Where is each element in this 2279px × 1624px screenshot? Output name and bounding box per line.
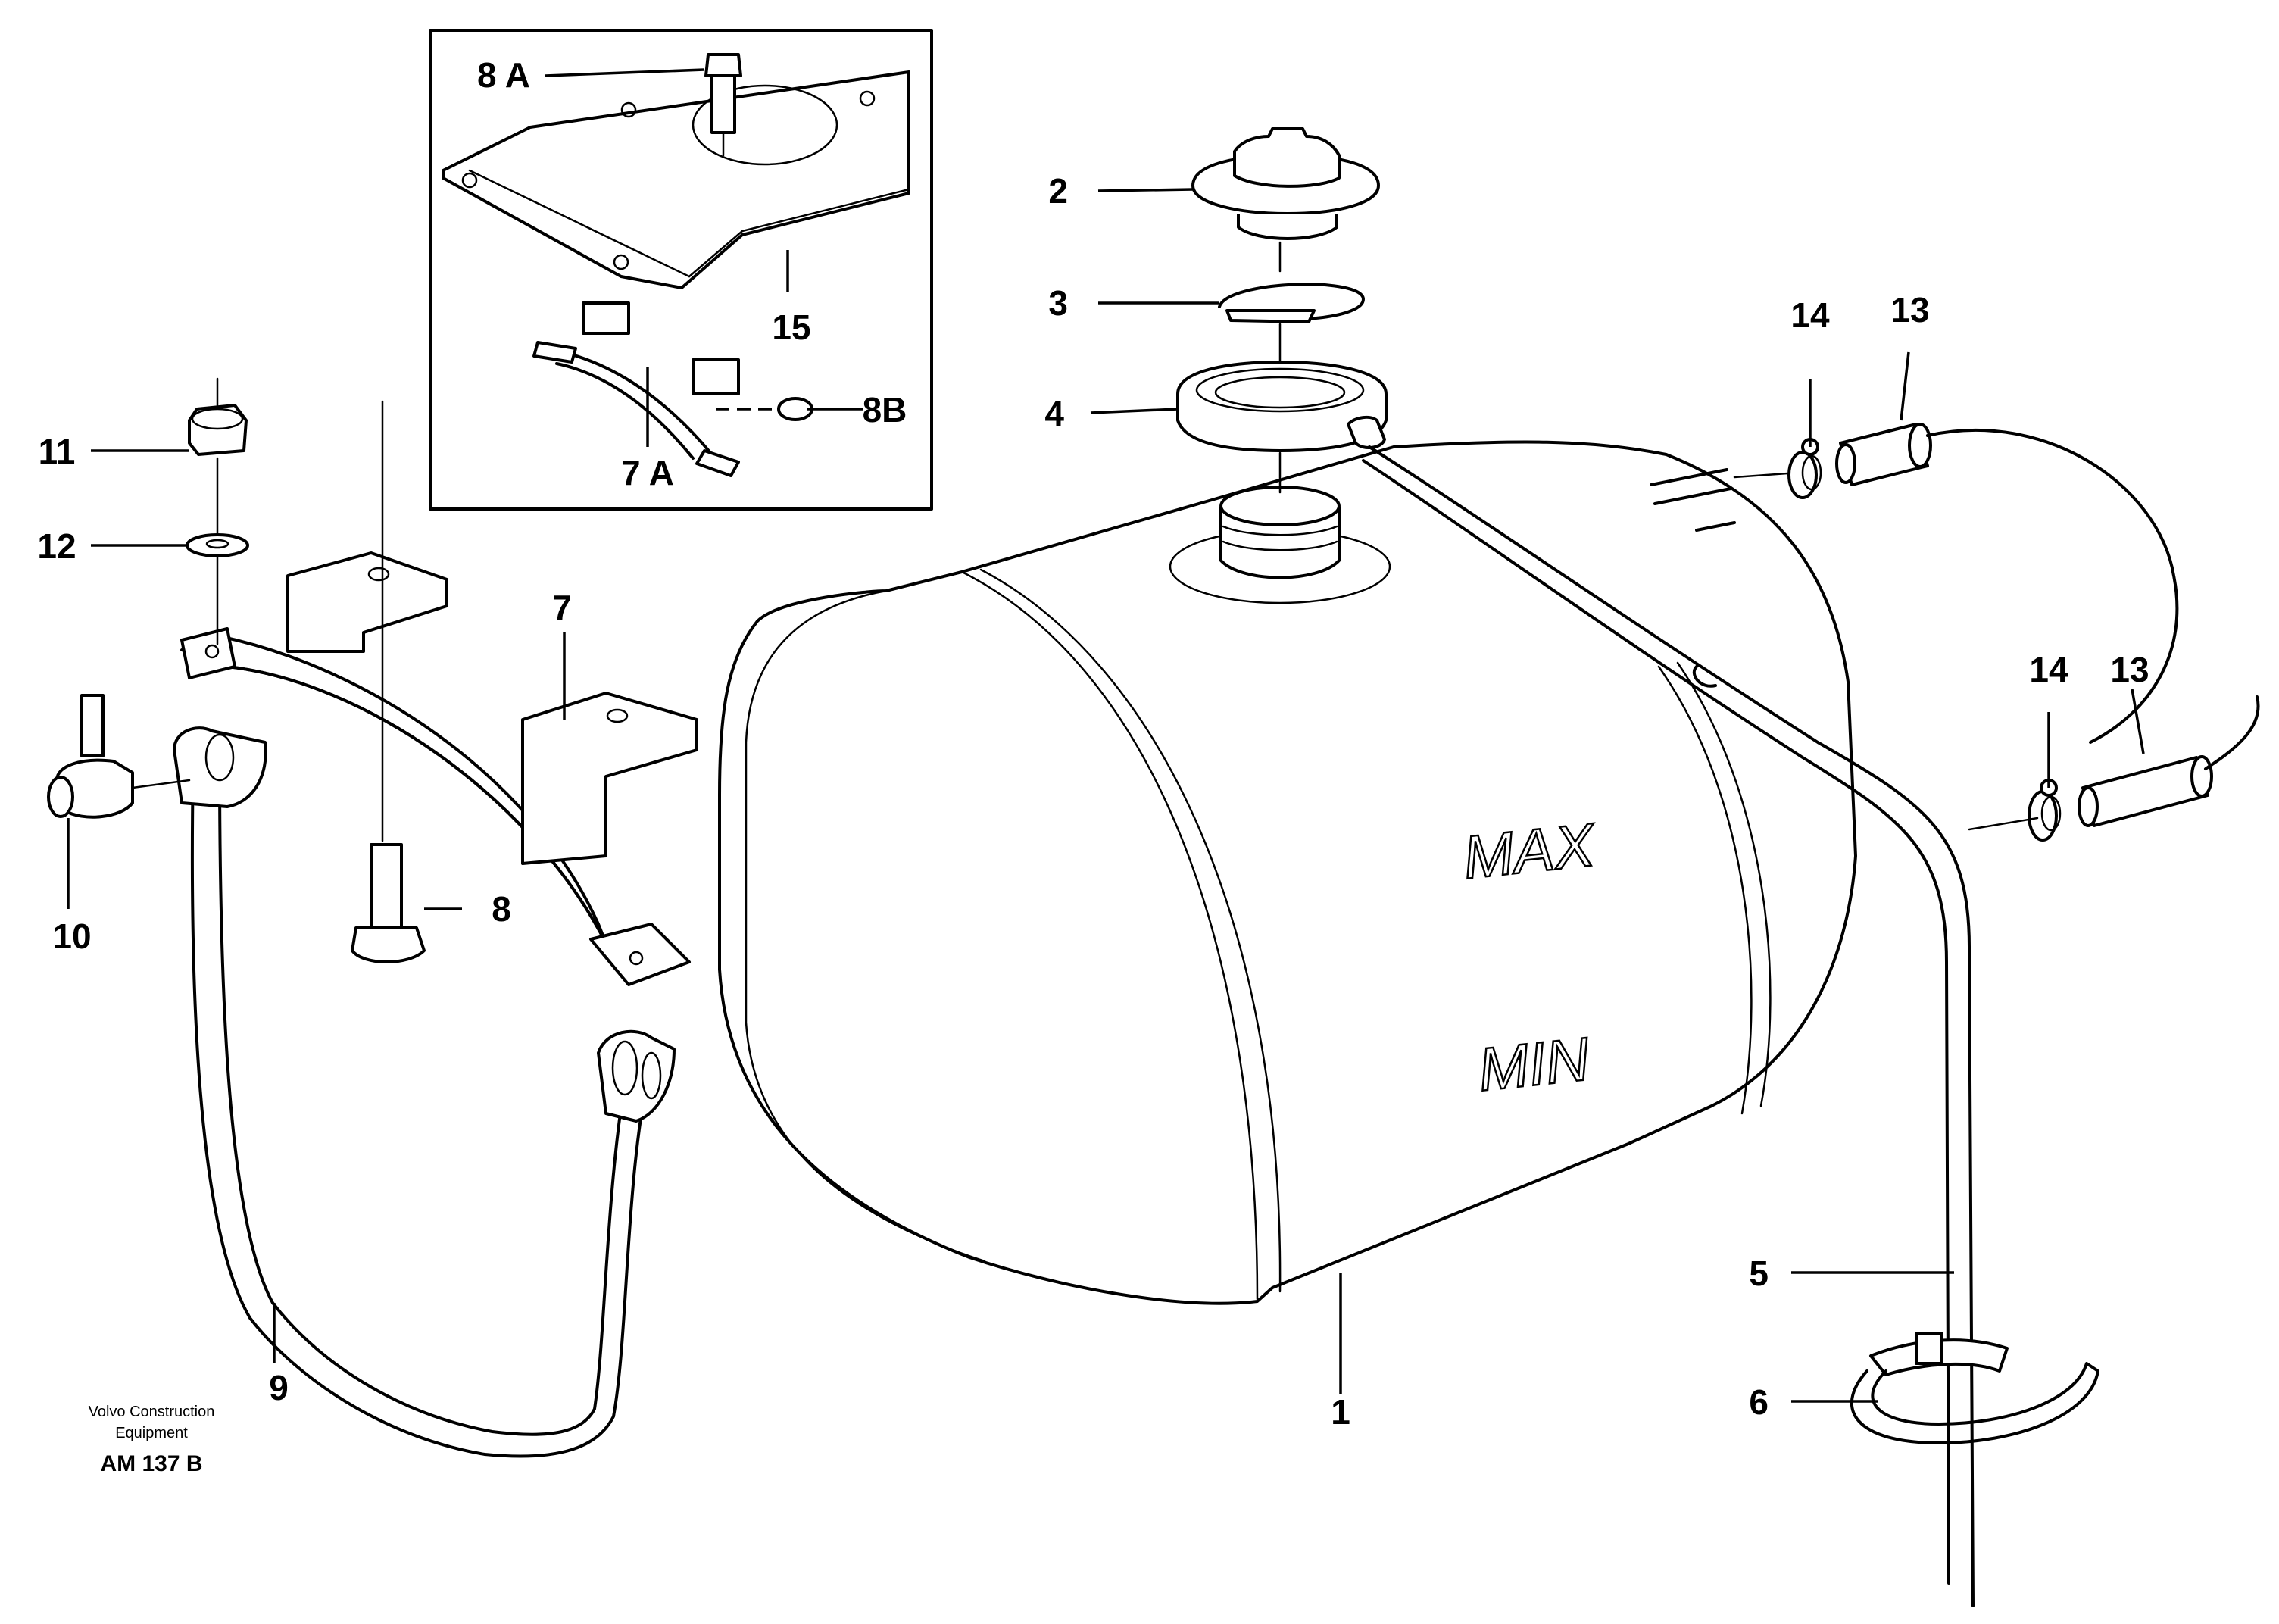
bolt-8 (351, 400, 426, 963)
callout-11: 11 (39, 432, 76, 471)
tension-strap (173, 726, 676, 1458)
callout-labels: 1 2 3 4 5 6 7 7 A 8 8 A 8B 9 10 11 12 13… (37, 55, 2149, 1432)
callout-2: 2 (1048, 171, 1068, 211)
callout-1: 1 (1331, 1392, 1350, 1432)
hose-clamp-upper (1787, 438, 1822, 499)
callout-3: 3 (1048, 283, 1068, 323)
callout-10: 10 (52, 917, 91, 956)
callout-5: 5 (1749, 1254, 1769, 1293)
fuel-tank: MAX MIN (718, 440, 1857, 1305)
callout-8b: 8B (863, 390, 907, 429)
flange-ring (1176, 361, 1388, 494)
filler-neck (1169, 486, 1391, 604)
nut-8b (716, 397, 813, 421)
callout-7: 7 (552, 588, 572, 627)
credit-company: Volvo Construction (89, 1404, 215, 1420)
callout-14-lower: 14 (2029, 650, 2068, 689)
filler-cap (1191, 127, 1380, 273)
nut-11 (188, 377, 248, 456)
leader-lines (67, 188, 2145, 1403)
callout-12: 12 (37, 526, 76, 566)
callout-9: 9 (269, 1368, 289, 1407)
hose-lower (2078, 695, 2260, 827)
max-marking: MAX (1459, 810, 1599, 892)
mounting-plate (442, 70, 910, 289)
callout-13-upper: 13 (1890, 290, 1929, 329)
detail-inset (429, 29, 933, 511)
min-marking: MIN (1475, 1025, 1592, 1104)
callout-6: 6 (1749, 1382, 1769, 1422)
hose-upper (1835, 423, 2179, 744)
breather-pipe (1362, 445, 1975, 1607)
bolt-8a (704, 53, 742, 157)
callout-14-upper: 14 (1790, 295, 1830, 335)
t-bolt-10 (47, 694, 191, 819)
callout-15: 15 (772, 308, 810, 347)
bracket-7a (532, 301, 740, 477)
credit-company-line2: Equipment (115, 1425, 188, 1441)
washer-12 (186, 457, 249, 645)
drawing-credit: Volvo Construction Equipment AM 137 B (89, 1404, 215, 1476)
callout-8a: 8 A (477, 55, 530, 95)
hose-clamp-band (1850, 1332, 2099, 1444)
callout-13-lower: 13 (2110, 650, 2149, 689)
callout-8: 8 (492, 889, 511, 929)
support-bracket (180, 551, 698, 986)
drawing-reference: AM 137 B (100, 1451, 202, 1476)
callout-4: 4 (1044, 394, 1064, 433)
hose-clamp-lower (2028, 779, 2062, 842)
callout-7a: 7 A (621, 453, 674, 492)
snap-ring (1218, 283, 1365, 365)
